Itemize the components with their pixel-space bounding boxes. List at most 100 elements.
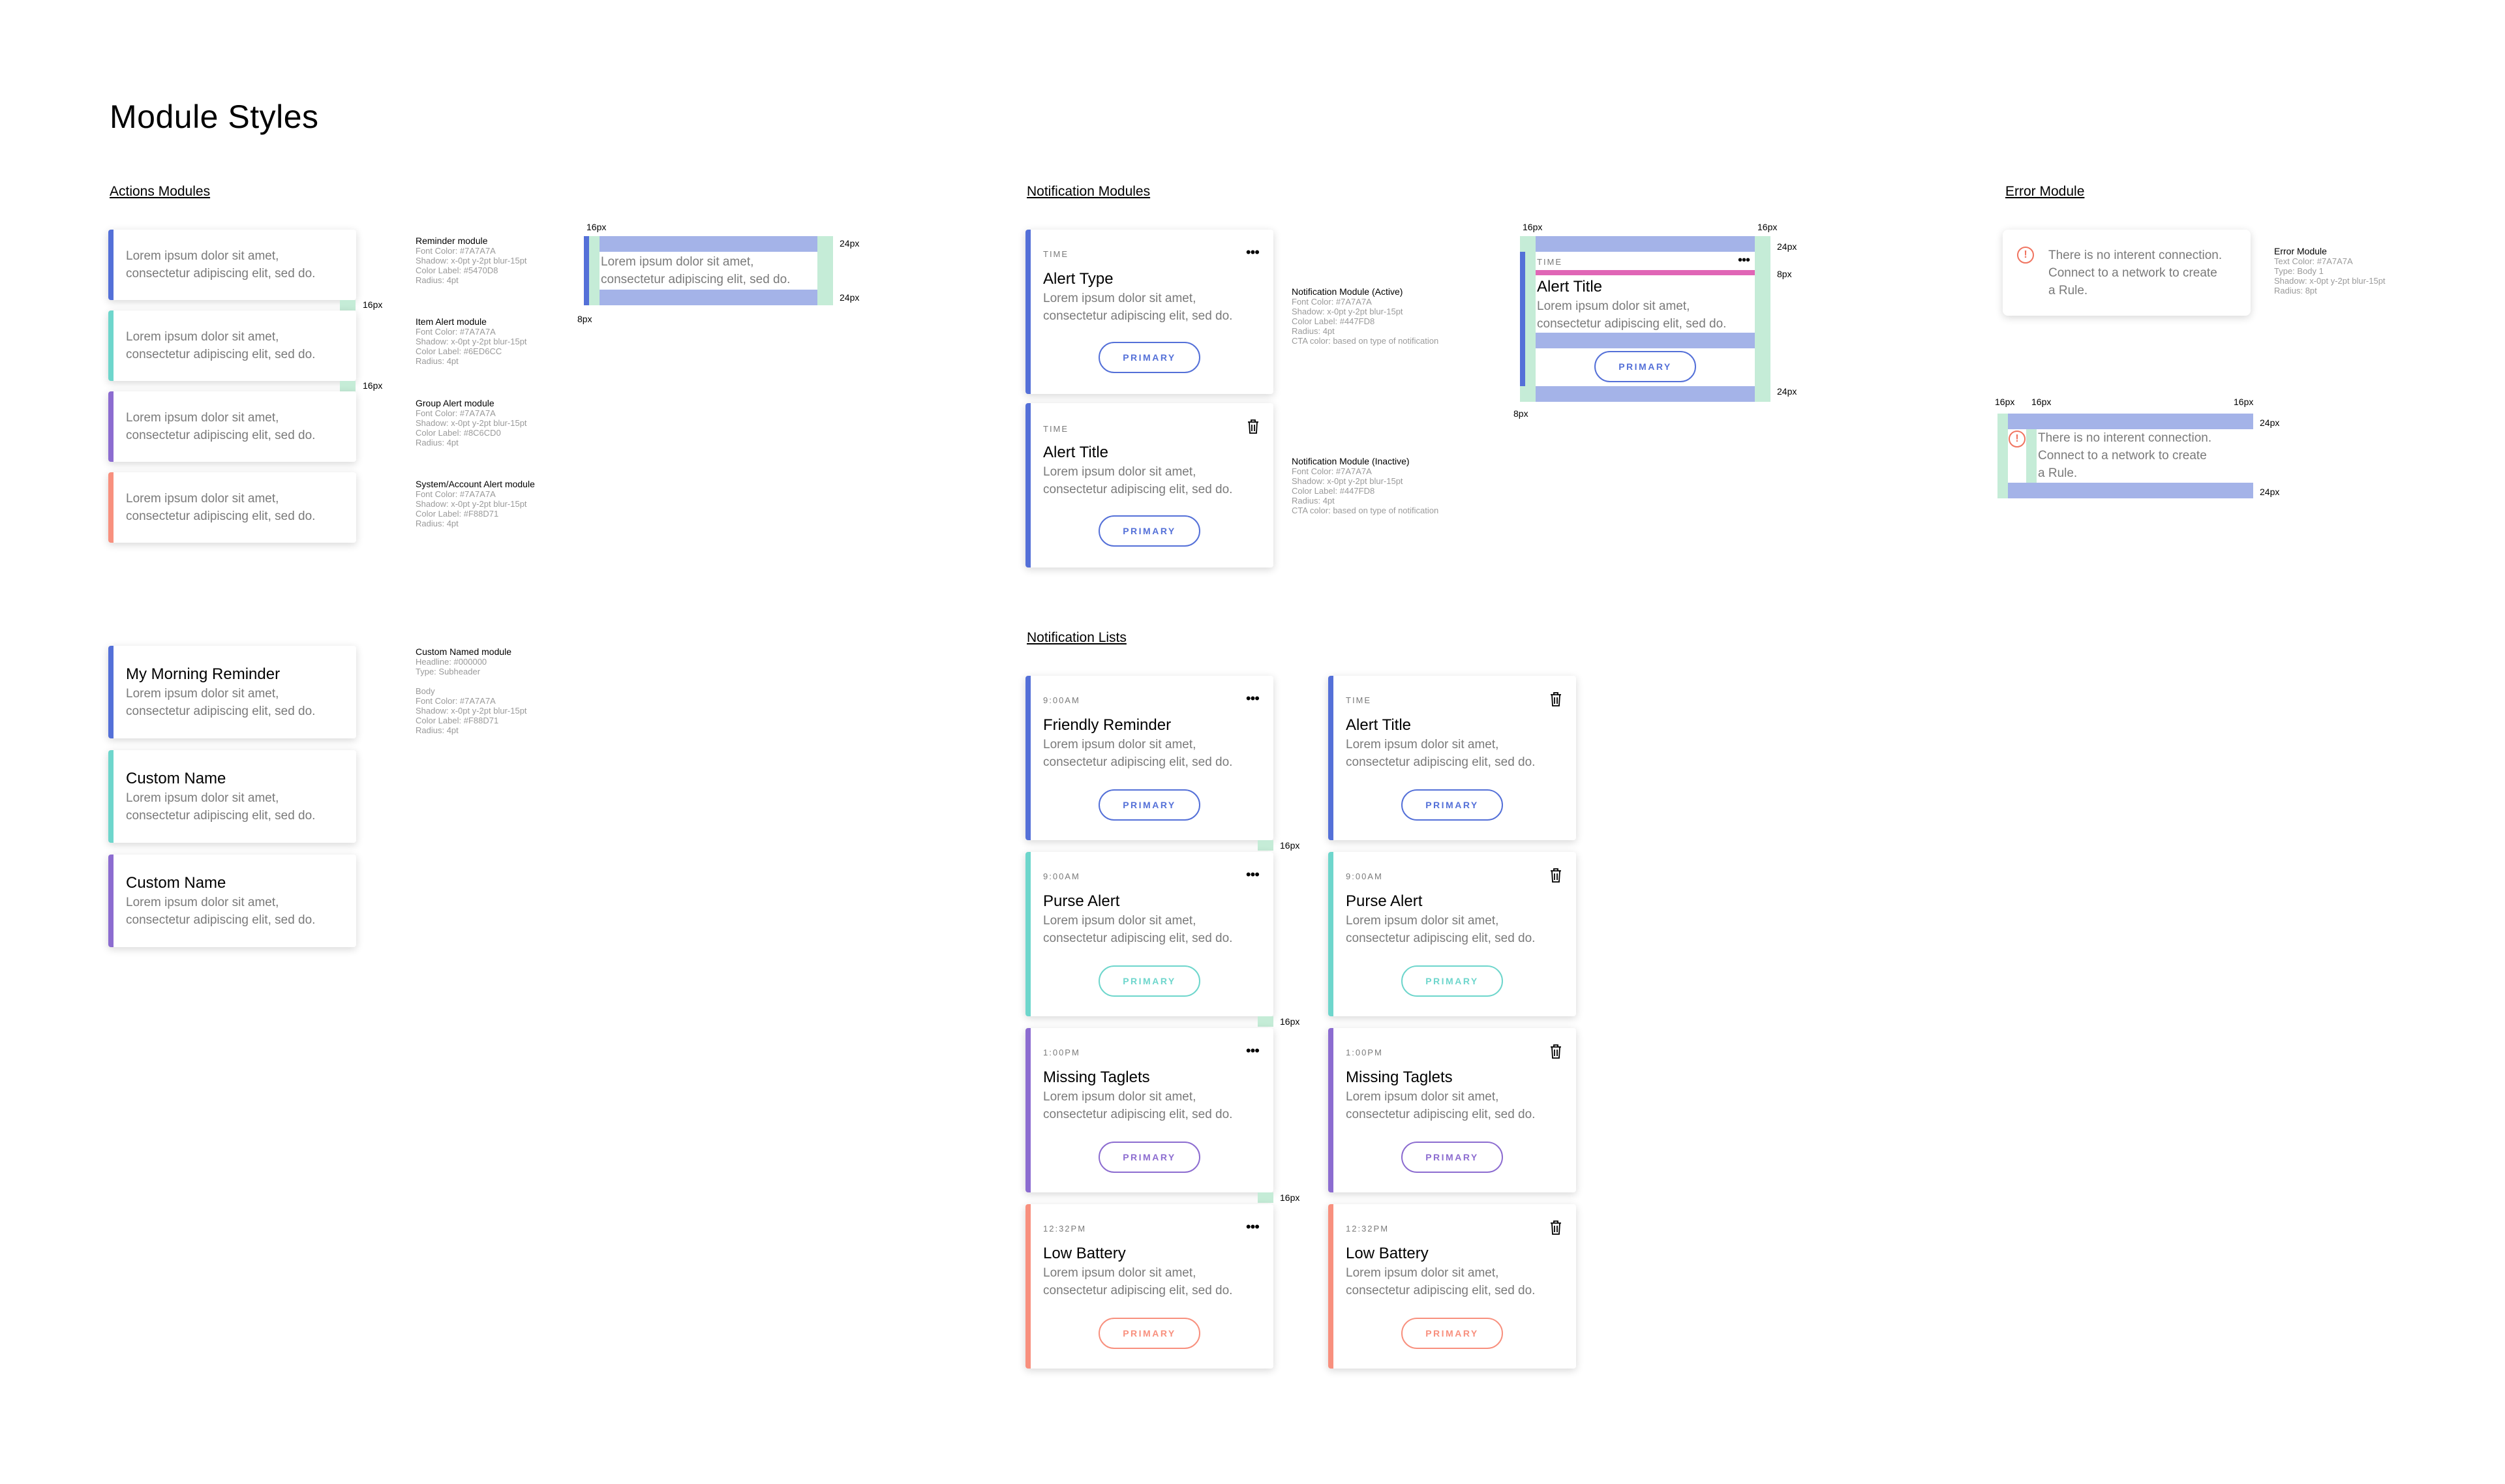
primary-button[interactable]: PRIMARY: [1401, 789, 1503, 821]
measure-label: 24px: [1777, 241, 1797, 252]
primary-button[interactable]: PRIMARY: [1099, 1318, 1200, 1349]
measured-error-module: ! There is no interent connection.Connec…: [1997, 414, 2253, 498]
notification-module-inactive[interactable]: TIME Alert Title Lorem ipsum dolor sit a…: [1025, 403, 1273, 568]
error-icon: !: [2009, 431, 2026, 447]
color-label-bar: [1025, 1028, 1031, 1192]
error-text: There is no interent connection.Connect …: [2048, 249, 2223, 297]
trash-icon[interactable]: [1247, 419, 1259, 434]
measured-notification-module: TIME ••• Alert Title Lorem ipsum dolor s…: [1520, 236, 1770, 402]
more-icon[interactable]: •••: [1245, 690, 1260, 706]
color-label-bar: [1520, 252, 1525, 386]
card-title: Missing Taglets: [1043, 1068, 1150, 1086]
primary-button[interactable]: PRIMARY: [1099, 789, 1200, 821]
more-icon[interactable]: •••: [1245, 244, 1260, 260]
reminder-module-card[interactable]: Lorem ipsum dolor sit amet,consectetur a…: [108, 230, 356, 300]
list-card[interactable]: 1:00PM ••• Missing Taglets Lorem ipsum d…: [1025, 1028, 1273, 1192]
measure-label: 16px: [2031, 397, 2052, 407]
trash-icon[interactable]: [1550, 1044, 1562, 1059]
spacing-marker-mid: [1536, 333, 1755, 348]
spacing-marker-bottom: [1536, 386, 1755, 402]
time-label: 12:32PM: [1043, 1224, 1087, 1234]
time-label: TIME: [1346, 695, 1372, 705]
group-alert-module-card[interactable]: Lorem ipsum dolor sit amet,consectetur a…: [108, 391, 356, 462]
spacing-marker-right: [817, 236, 833, 305]
card-body: Lorem ipsum dolor sit amet,consectetur a…: [1537, 299, 1727, 331]
more-icon[interactable]: •••: [1245, 1219, 1260, 1235]
more-icon[interactable]: •••: [1245, 1042, 1260, 1059]
measure-label: 16px: [1280, 1016, 1300, 1027]
custom-named-module-card[interactable]: My Morning Reminder Lorem ipsum dolor si…: [108, 646, 356, 738]
color-label-bar: [108, 310, 114, 381]
notification-module-active[interactable]: TIME ••• Alert Type Lorem ipsum dolor si…: [1025, 230, 1273, 394]
section-title-actions: Actions Modules: [110, 184, 211, 199]
spacing-marker-mid: [2026, 414, 2037, 498]
card-body: Lorem ipsum dolor sit amet,consectetur a…: [126, 411, 316, 442]
primary-button[interactable]: PRIMARY: [1401, 1318, 1503, 1349]
card-title: Friendly Reminder: [1043, 716, 1172, 734]
measure-label: 24px: [840, 238, 860, 249]
card-body: Lorem ipsum dolor sit amet,consectetur a…: [126, 330, 316, 361]
card-title: Alert Title: [1537, 278, 1603, 295]
card-body: Lorem ipsum dolor sit amet,consectetur a…: [1346, 738, 1536, 769]
measure-label: 8px: [577, 314, 592, 324]
spacing-marker: [1520, 386, 1525, 402]
spec-notification-inactive: Notification Module (Inactive) Font Colo…: [1292, 456, 1439, 516]
card-body: Lorem ipsum dolor sit amet,consectetur a…: [126, 896, 316, 927]
card-body: Lorem ipsum dolor sit amet,consectetur a…: [1043, 1266, 1233, 1297]
trash-icon[interactable]: [1550, 692, 1562, 706]
card-body: Lorem ipsum dolor sit amet,consectetur a…: [126, 791, 316, 823]
primary-button[interactable]: PRIMARY: [1099, 965, 1200, 997]
system-alert-module-card[interactable]: Lorem ipsum dolor sit amet,consectetur a…: [108, 472, 356, 543]
spacing-marker-top: [600, 236, 817, 252]
time-label: 1:00PM: [1346, 1048, 1383, 1057]
color-label-bar: [108, 472, 114, 543]
spacing-marker-left: [1525, 236, 1536, 402]
spacing-marker-bottom: [2008, 483, 2253, 498]
color-label-bar: [108, 855, 114, 947]
color-label-bar: [1025, 403, 1031, 568]
card-body: Lorem ipsum dolor sit amet,consectetur a…: [1043, 914, 1233, 945]
list-card[interactable]: 1:00PM Missing Taglets Lorem ipsum dolor…: [1328, 1028, 1576, 1192]
card-title: Low Battery: [1346, 1245, 1429, 1262]
card-body: Lorem ipsum dolor sit amet,consectetur a…: [1043, 1090, 1233, 1121]
card-headline: Custom Name: [126, 874, 226, 892]
list-card[interactable]: TIME Alert Title Lorem ipsum dolor sit a…: [1328, 676, 1576, 840]
custom-named-module-card[interactable]: Custom Name Lorem ipsum dolor sit amet,c…: [108, 750, 356, 843]
color-label-bar: [108, 391, 114, 462]
trash-icon[interactable]: [1550, 1220, 1562, 1235]
spacing-marker-top: [2008, 414, 2253, 429]
section-title-lists: Notification Lists: [1027, 630, 1127, 645]
color-label-bar: [1025, 230, 1031, 394]
time-label: TIME: [1043, 249, 1069, 259]
card-title: Alert Type: [1043, 270, 1114, 288]
trash-icon[interactable]: [1550, 868, 1562, 883]
measure-label: 16px: [586, 222, 607, 232]
list-card[interactable]: 12:32PM ••• Low Battery Lorem ipsum dolo…: [1025, 1204, 1273, 1369]
measured-reminder-module: Lorem ipsum dolor sit amet,consectetur a…: [584, 236, 833, 305]
primary-button[interactable]: PRIMARY: [1099, 1142, 1200, 1173]
card-headline: My Morning Reminder: [126, 665, 281, 683]
list-card[interactable]: 9:00AM ••• Friendly Reminder Lorem ipsum…: [1025, 676, 1273, 840]
primary-button[interactable]: PRIMARY: [1099, 342, 1200, 373]
list-card[interactable]: 9:00AM Purse Alert Lorem ipsum dolor sit…: [1328, 852, 1576, 1016]
custom-named-module-card[interactable]: Custom Name Lorem ipsum dolor sit amet,c…: [108, 855, 356, 947]
color-label-bar: [1328, 1204, 1333, 1369]
measure-label: 24px: [2260, 487, 2280, 497]
measure-label: 16px: [1280, 840, 1300, 851]
measure-label: 16px: [1280, 1192, 1300, 1203]
color-label-bar: [1328, 1028, 1333, 1192]
more-icon[interactable]: •••: [1245, 866, 1260, 883]
time-label: TIME: [1537, 257, 1563, 267]
measure-label: 16px: [363, 380, 383, 391]
card-body: Lorem ipsum dolor sit amet,consectetur a…: [601, 255, 791, 286]
spacing-marker-right: [1755, 236, 1770, 402]
primary-button[interactable]: PRIMARY: [1401, 965, 1503, 997]
list-card[interactable]: 9:00AM ••• Purse Alert Lorem ipsum dolor…: [1025, 852, 1273, 1016]
primary-button[interactable]: PRIMARY: [1401, 1142, 1503, 1173]
card-body: Lorem ipsum dolor sit amet,consectetur a…: [1043, 465, 1233, 496]
primary-button[interactable]: PRIMARY: [1099, 515, 1200, 547]
list-card[interactable]: 12:32PM Low Battery Lorem ipsum dolor si…: [1328, 1204, 1576, 1369]
item-alert-module-card[interactable]: Lorem ipsum dolor sit amet,consectetur a…: [108, 310, 356, 381]
